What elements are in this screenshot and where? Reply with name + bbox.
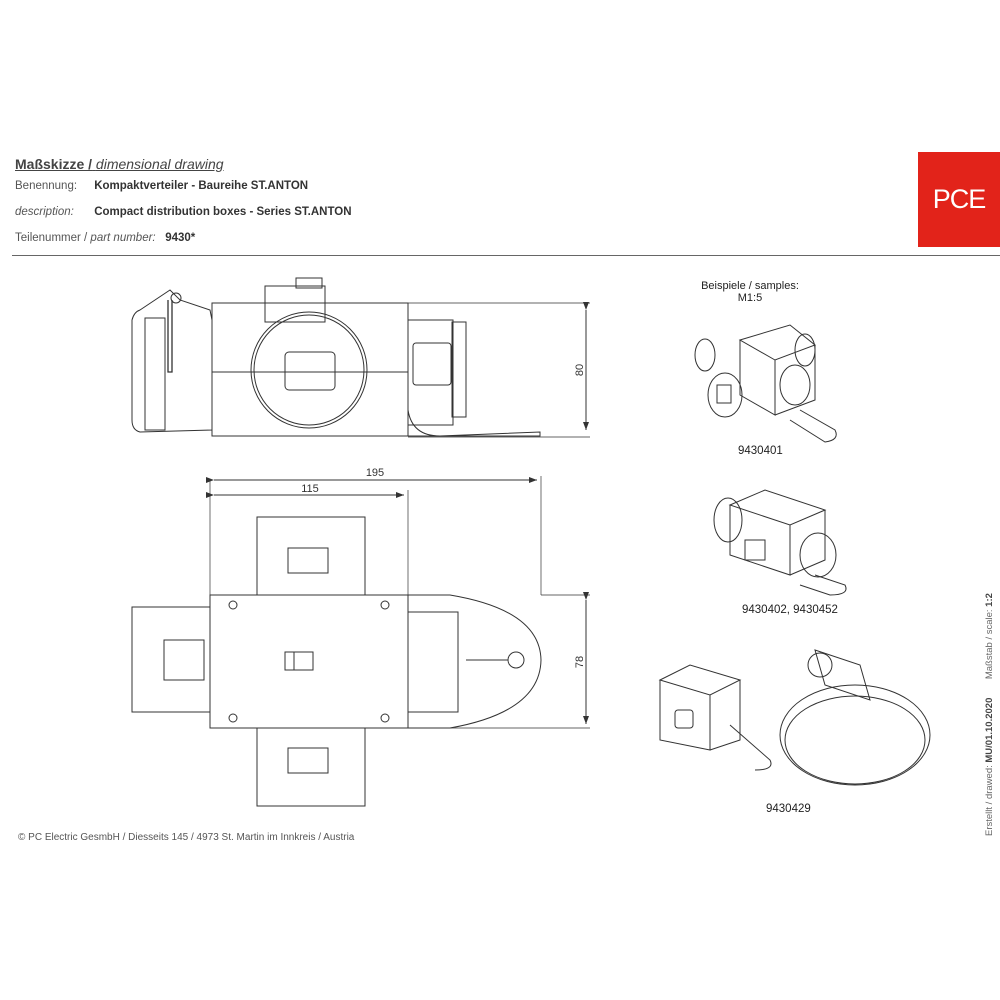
field-value: Compact distribution boxes - Series ST.A… xyxy=(94,206,352,218)
title-block-vertical: Erstellt / drawed: MU/01.10.2020 Maßstab… xyxy=(984,593,995,836)
samples-heading: Beispiele / samples: M1:5 xyxy=(680,280,820,304)
sample-caption: 9430401 xyxy=(738,445,783,457)
dim-width-78: 78 xyxy=(574,656,586,668)
field-label: Benennung: xyxy=(15,180,78,192)
sample-caption: 9430402, 9430452 xyxy=(742,604,838,616)
sample-9430429-illustration xyxy=(658,649,931,786)
title-en: dimensional drawing xyxy=(95,156,224,172)
sample-caption: 9430429 xyxy=(766,803,811,815)
pce-logo: PCE xyxy=(918,152,1000,247)
dim-length-195: 195 xyxy=(366,467,384,479)
field-label-de: Teilenummer / xyxy=(15,232,88,244)
field-description: description: Compact distribution boxes … xyxy=(15,206,352,218)
side-view xyxy=(131,277,590,438)
dim-length-115: 115 xyxy=(301,483,319,495)
field-designation: Benennung: Kompaktverteiler - Baureihe S… xyxy=(15,180,308,192)
field-value: 9430* xyxy=(165,232,196,244)
samples-scale: M1:5 xyxy=(737,292,763,304)
page-title: Maßskizze / dimensional drawing xyxy=(15,156,224,172)
field-label-en: part number: xyxy=(90,232,156,244)
drawn-label: Erstellt / drawed: xyxy=(984,765,995,836)
scale-label: Maßstab / scale: xyxy=(984,609,995,680)
samples-title: Beispiele / samples: xyxy=(701,280,799,292)
field-label: description: xyxy=(15,206,74,218)
top-view xyxy=(131,476,590,807)
scale-value: 1:2 xyxy=(984,593,995,607)
field-part-number: Teilenummer / part number: 9430* xyxy=(15,232,195,244)
sample-9430402-illustration xyxy=(713,489,847,596)
footer-copyright: © PC Electric GesmbH / Diesseits 145 / 4… xyxy=(18,832,355,843)
title-de: Maßskizze / xyxy=(15,156,93,172)
sample-9430401-illustration xyxy=(694,324,837,443)
dim-height-80: 80 xyxy=(574,364,586,376)
header-divider xyxy=(12,255,1000,256)
field-value: Kompaktverteiler - Baureihe ST.ANTON xyxy=(94,180,309,192)
drawn-value: MU/01.10.2020 xyxy=(984,697,995,763)
